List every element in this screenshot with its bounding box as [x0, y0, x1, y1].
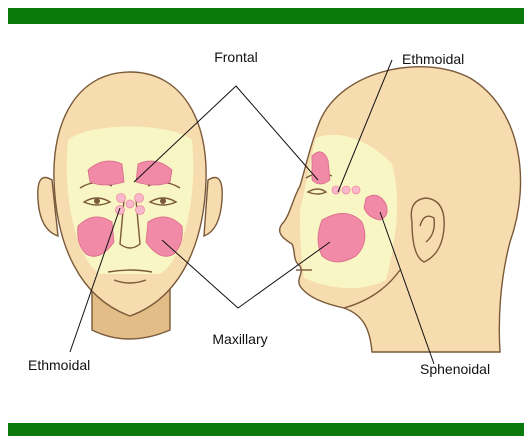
label-ethmoidal-left: Ethmoidal — [28, 357, 90, 373]
front-left-pupil — [94, 198, 100, 204]
front-face — [38, 72, 222, 339]
side-profile — [280, 67, 521, 352]
label-maxillary: Maxillary — [212, 331, 267, 347]
bottom-green-bar — [8, 423, 524, 436]
label-frontal: Frontal — [214, 49, 258, 65]
front-right-ear — [204, 178, 222, 237]
top-green-bar — [8, 8, 524, 24]
label-sphenoidal: Sphenoidal — [420, 361, 490, 377]
sinus-diagram: Frontal Ethmoidal Ethmoidal Maxillary Sp… — [0, 30, 532, 420]
profile-ethmoidal-cells — [332, 186, 360, 194]
label-ethmoidal-right: Ethmoidal — [402, 51, 464, 67]
front-right-pupil — [160, 198, 166, 204]
